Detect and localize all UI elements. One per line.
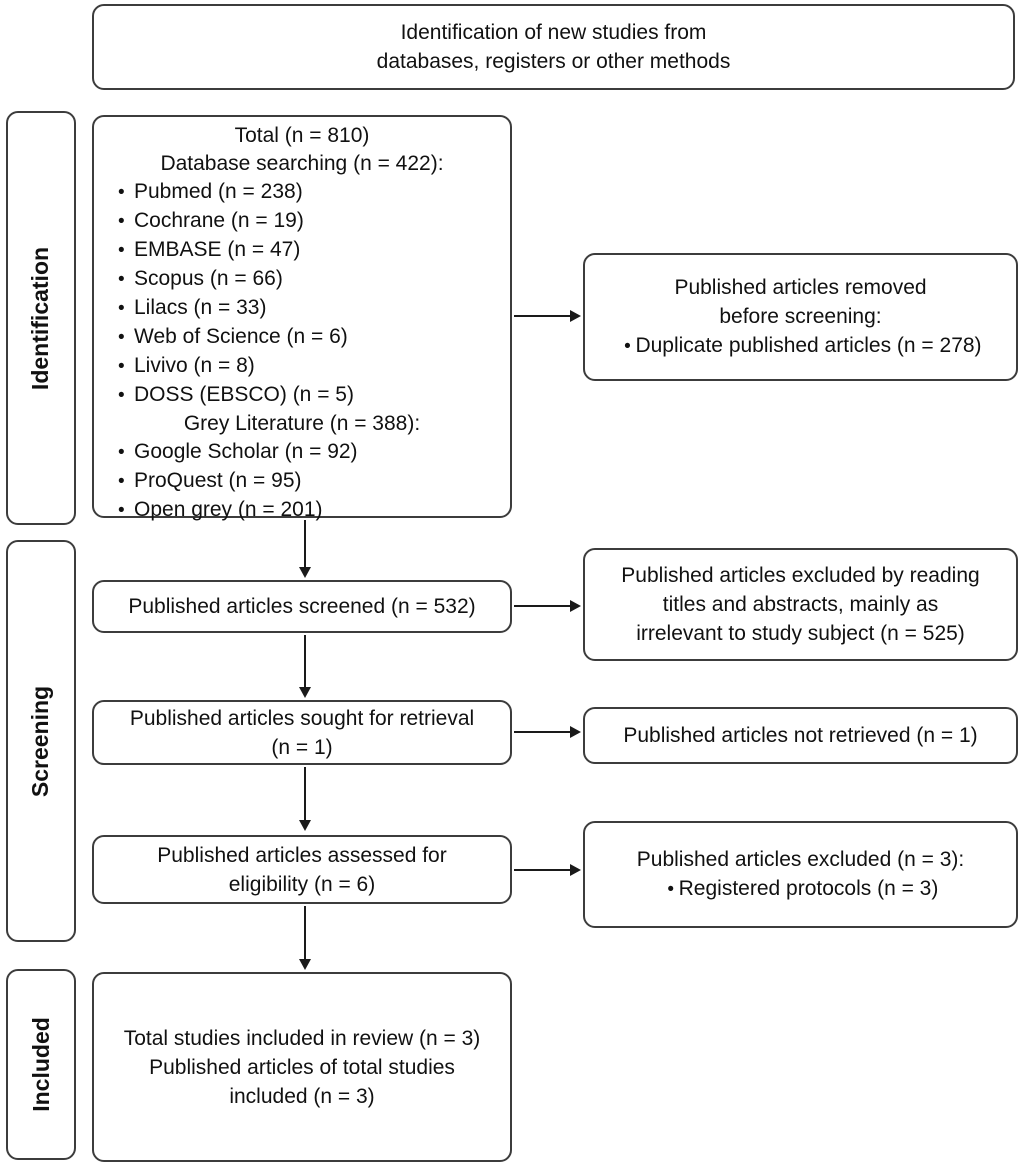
articles-screened-box: Published articles screened (n = 532) [92, 580, 512, 633]
records-total-line: Total (n = 810) [234, 124, 370, 147]
database-source-item: •DOSS (EBSCO) (n = 5) [104, 381, 500, 410]
included-stage-label: Included [27, 1017, 54, 1112]
bullet-icon: • [118, 298, 125, 319]
included-line-2: Published articles of total studies [149, 1055, 455, 1079]
sought-for-retrieval-box: Published articles sought for retrieval … [92, 700, 512, 765]
removed-line-1: Published articles removed [674, 276, 927, 299]
title-line-1: Identification of new studies from [400, 21, 707, 44]
not-retrieved-box: Published articles not retrieved (n = 1) [583, 707, 1018, 764]
database-source-item: •Scopus (n = 66) [104, 265, 500, 294]
bullet-icon: • [118, 500, 125, 521]
bullet-icon: • [118, 240, 125, 261]
database-source-item: •EMBASE (n = 47) [104, 236, 500, 265]
excluded-eligibility-heading: Published articles excluded (n = 3): [636, 848, 965, 871]
screened-line: Published articles screened (n = 532) [128, 595, 476, 618]
assessed-eligibility-box: Published articles assessed for eligibil… [92, 835, 512, 904]
database-source-item: •Pubmed (n = 238) [104, 178, 500, 207]
identification-stage-label: Identification [27, 246, 54, 390]
included-line-3: included (n = 3) [229, 1084, 375, 1108]
included-studies-box: Total studies included in review (n = 3)… [92, 972, 512, 1162]
arrow-screened-to-excluded [514, 600, 581, 612]
arrow-records-to-removed [514, 310, 581, 322]
removed-line-2: before screening: [719, 305, 882, 328]
sidebar-stage-screening: Screening [6, 540, 76, 942]
removed-before-screening-box: Published articles removed before screen… [583, 253, 1018, 381]
bullet-icon: • [118, 385, 125, 406]
sought-line-2: (n = 1) [271, 735, 333, 759]
screening-stage-label: Screening [27, 685, 54, 797]
removed-bullet-item: •Duplicate published articles (n = 278) [585, 331, 1016, 361]
bullet-icon: • [118, 269, 125, 290]
records-database-heading: Database searching (n = 422): [160, 152, 444, 175]
arrow-eligibility-to-included [299, 906, 311, 970]
bullet-icon: • [624, 336, 631, 357]
excluded-eligibility-box: Published articles excluded (n = 3): •Re… [583, 821, 1018, 928]
grey-source-item: •Open grey (n = 201) [104, 496, 500, 525]
bullet-icon: • [118, 182, 125, 203]
not-retrieved-line: Published articles not retrieved (n = 1) [623, 724, 978, 747]
records-grey-heading: Grey Literature (n = 388): [183, 412, 421, 435]
sidebar-stage-included: Included [6, 969, 76, 1160]
identification-records-box: Total (n = 810) Database searching (n = … [92, 115, 512, 521]
title-line-2: databases, registers or other methods [376, 50, 731, 73]
database-source-item: •Livivo (n = 8) [104, 352, 500, 381]
grey-source-item: •Google Scholar (n = 92) [104, 438, 500, 467]
bullet-icon: • [118, 471, 125, 492]
database-source-item: •Cochrane (n = 19) [104, 207, 500, 236]
excluded-reading-line-3: irrelevant to study subject (n = 525) [636, 622, 965, 645]
sidebar-stage-identification: Identification [6, 111, 76, 525]
bullet-icon: • [118, 211, 125, 232]
excluded-by-reading-box: Published articles excluded by reading t… [583, 548, 1018, 661]
arrow-eligibility-to-excluded [514, 864, 581, 876]
excluded-reading-line-1: Published articles excluded by reading [621, 564, 980, 587]
eligibility-line-2: eligibility (n = 6) [228, 872, 376, 896]
bullet-icon: • [118, 327, 125, 348]
bullet-icon: • [118, 356, 125, 377]
sought-line-1: Published articles sought for retrieval [129, 706, 475, 730]
grey-source-item: •ProQuest (n = 95) [104, 467, 500, 496]
eligibility-line-1: Published articles assessed for [157, 843, 447, 867]
title-box: Identification of new studies from datab… [92, 4, 1015, 90]
bullet-icon: • [118, 442, 125, 463]
excluded-reading-line-2: titles and abstracts, mainly as [662, 593, 939, 616]
excluded-eligibility-bullet: •Registered protocols (n = 3) [585, 874, 1016, 904]
arrow-records-to-screened [299, 520, 311, 578]
arrow-sought-to-eligibility [299, 767, 311, 831]
database-source-item: •Web of Science (n = 6) [104, 323, 500, 352]
included-line-1: Total studies included in review (n = 3) [123, 1026, 481, 1050]
arrow-sought-to-not-retrieved [514, 726, 581, 738]
arrow-screened-to-sought [299, 635, 311, 698]
bullet-icon: • [667, 879, 674, 900]
database-source-item: •Lilacs (n = 33) [104, 294, 500, 323]
